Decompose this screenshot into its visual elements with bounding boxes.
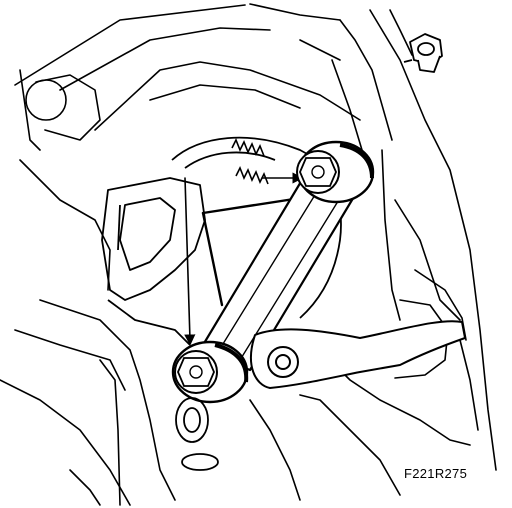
bolt-icon — [171, 340, 249, 404]
pivot-arm — [250, 320, 466, 389]
nut-icon — [403, 33, 443, 73]
bolt-icon — [296, 140, 375, 204]
engine-housing — [0, 3, 497, 506]
lower-bore — [175, 397, 219, 471]
mounting-bracket — [101, 177, 206, 346]
figure-code-label: F221R275 — [404, 466, 468, 481]
